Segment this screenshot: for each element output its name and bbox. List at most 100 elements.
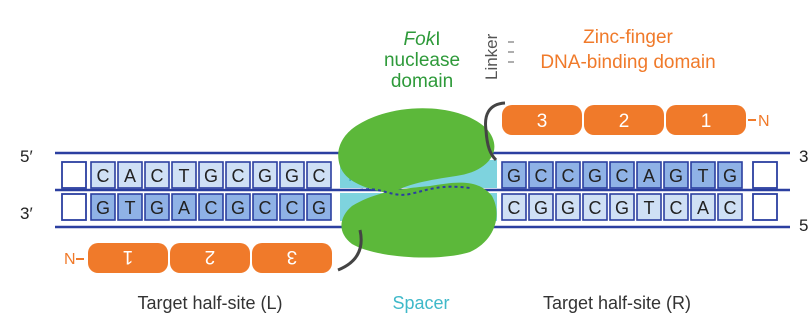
- zinc-finger: [502, 105, 582, 135]
- base-letter: A: [643, 166, 655, 186]
- domain-label: domain: [391, 71, 453, 92]
- base-letter: C: [616, 166, 629, 186]
- base-letter: G: [204, 166, 218, 186]
- zinc-finger: [88, 243, 168, 273]
- base-box: [690, 161, 716, 189]
- base-letter: G: [561, 198, 575, 218]
- base-box: [636, 193, 662, 221]
- base-box: [252, 193, 278, 221]
- base-box: [636, 161, 662, 189]
- end-box: [61, 193, 87, 221]
- base-letter: C: [151, 166, 164, 186]
- base-letter: T: [698, 166, 709, 186]
- base-box: [252, 161, 278, 189]
- zinc-finger: [252, 243, 332, 273]
- base-letter: C: [286, 198, 299, 218]
- foki-nuclease-bottom: [341, 182, 497, 258]
- base-box: [306, 161, 332, 189]
- base-box: [582, 161, 608, 189]
- linker-tick-marks: [508, 41, 514, 63]
- foki-label: FokI: [404, 29, 441, 50]
- base-box: [690, 193, 716, 221]
- dna-binding-domain-label: DNA-binding domain: [540, 52, 715, 73]
- spacer-label: Spacer: [392, 293, 449, 313]
- base-letter: A: [124, 166, 136, 186]
- n-terminus-top: N: [758, 113, 770, 130]
- foki-label-italic: Fok: [404, 29, 437, 50]
- base-box: [306, 193, 332, 221]
- base-box: [198, 193, 224, 221]
- linker-label: Linker: [482, 33, 501, 80]
- n-terminus-bottom: N: [64, 251, 76, 268]
- three-prime-left: 3′: [20, 204, 33, 223]
- base-letter: G: [96, 198, 110, 218]
- base-letter: G: [258, 166, 272, 186]
- base-letter: C: [535, 166, 548, 186]
- zinc-finger: [666, 105, 746, 135]
- base-letter: C: [562, 166, 575, 186]
- zinc-finger-number: 2: [205, 246, 216, 267]
- base-box: [555, 193, 581, 221]
- end-box: [61, 161, 87, 189]
- base-letter: G: [615, 198, 629, 218]
- base-letter: G: [285, 166, 299, 186]
- base-box: [501, 161, 527, 189]
- foki-nuclease-dimer: [338, 108, 497, 258]
- linker-top: [484, 101, 506, 162]
- zinc-finger-number: 1: [123, 246, 134, 267]
- linker-bottom: [337, 229, 363, 272]
- base-letter: T: [644, 198, 655, 218]
- base-box: [501, 193, 527, 221]
- base-letter: G: [534, 198, 548, 218]
- base-box: [225, 193, 251, 221]
- base-box: [609, 161, 635, 189]
- zinc-finger-number: 2: [619, 111, 630, 132]
- base-letter: T: [179, 166, 190, 186]
- base-box: [171, 161, 197, 189]
- five-prime-right: 5: [799, 216, 808, 235]
- target-half-site-left-label: Target half-site (L): [137, 293, 282, 313]
- base-letter: C: [232, 166, 245, 186]
- base-box: [225, 161, 251, 189]
- zinc-finger-label: Zinc-finger: [583, 27, 673, 48]
- base-box: [90, 161, 116, 189]
- base-box: [663, 193, 689, 221]
- base-box: [117, 193, 143, 221]
- end-box: [752, 193, 778, 221]
- cleavage-line: [359, 185, 471, 196]
- base-box: [144, 161, 170, 189]
- five-prime-left: 5′: [20, 147, 33, 166]
- foki-label-roman: I: [435, 29, 440, 50]
- base-letter: G: [507, 166, 521, 186]
- base-letter: C: [97, 166, 110, 186]
- zinc-finger: [170, 243, 250, 273]
- base-letter: C: [205, 198, 218, 218]
- base-box: [171, 193, 197, 221]
- foki-nuclease-top: [338, 108, 495, 194]
- base-box: [279, 161, 305, 189]
- base-box: [663, 161, 689, 189]
- zinc-finger: [584, 105, 664, 135]
- base-box: [717, 161, 743, 189]
- base-letter: C: [724, 198, 737, 218]
- base-box: [198, 161, 224, 189]
- base-box: [144, 193, 170, 221]
- end-box: [752, 161, 778, 189]
- base-letter: G: [723, 166, 737, 186]
- base-box: [279, 193, 305, 221]
- base-letter: C: [313, 166, 326, 186]
- base-letter: G: [231, 198, 245, 218]
- zinc-finger-number: 1: [701, 111, 712, 132]
- base-letter: C: [508, 198, 521, 218]
- base-letter: G: [669, 166, 683, 186]
- base-box: [117, 161, 143, 189]
- base-box: [90, 193, 116, 221]
- base-box: [609, 193, 635, 221]
- base-box: [528, 193, 554, 221]
- base-letter: C: [670, 198, 683, 218]
- dna-end-boxes: [61, 161, 778, 221]
